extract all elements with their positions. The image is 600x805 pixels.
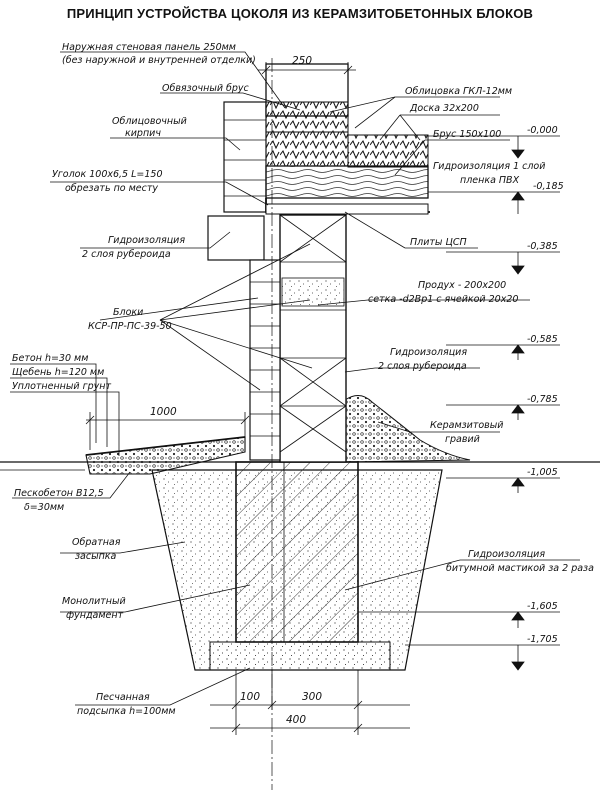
dim-300: 300 (302, 691, 322, 703)
label-wp-pvc-2: пленка ПВХ (460, 175, 520, 186)
label-beam: Брус 150х100 (433, 129, 501, 140)
csp-slabs (265, 203, 429, 215)
level-1605: -1,605 (527, 601, 558, 612)
label-monolith: Монолитный (62, 596, 126, 607)
wall-panel (265, 63, 429, 168)
label-steel-angle-note: обрезать по месту (65, 183, 158, 194)
blind-area (85, 436, 246, 475)
dim-100: 100 (240, 691, 260, 703)
label-wp-right-2: 2 слоя рубероида (378, 361, 467, 372)
label-sand-concrete: Пескобетон В12,5 (14, 488, 104, 499)
label-wp-right: Гидроизоляция (390, 347, 467, 358)
wood-beam (265, 165, 429, 199)
label-waterproof-roof: Гидроизоляция (108, 235, 185, 246)
claydite-gravel (344, 395, 471, 463)
dim-250: 250 (292, 55, 312, 67)
label-blocks: Блоки (113, 307, 143, 318)
level-0385: -0,385 (527, 241, 558, 252)
leader-lines (10, 51, 580, 706)
label-monolith-2: фундамент (66, 610, 124, 621)
label-wp-bitumen-2: битумной мастикой за 2 раза (446, 563, 594, 574)
label-soil: Уплотненный грунт (12, 381, 111, 392)
block-wall (279, 214, 347, 463)
label-waterproof-roof-2: 2 слоя рубероида (82, 249, 171, 260)
sand-bedding (209, 641, 391, 671)
label-claydite: Керамзитовый (430, 420, 503, 431)
level-marks (358, 135, 560, 671)
page-title: ПРИНЦИП УСТРОЙСТВА ЦОКОЛЯ ИЗ КЕРАМЗИТОБЕ… (66, 6, 534, 21)
label-vent: Продух - 200х200 (418, 280, 506, 291)
label-concrete: Бетон h=30 мм (12, 353, 88, 364)
label-backfill-2: засыпка (75, 551, 117, 562)
label-sand-bedding: Песчанная (96, 692, 150, 703)
label-steel-angle: Уголок 100х6,5 L=150 (52, 169, 163, 180)
label-sand-concrete-thickness: δ=30мм (24, 502, 64, 513)
label-facing-brick-2: кирпич (125, 128, 161, 139)
block-wall-pattern (279, 214, 347, 453)
level-0585: -0,585 (527, 334, 558, 345)
label-wp-bitumen: Гидроизоляция (468, 549, 545, 560)
level-1705: -1,705 (527, 634, 558, 645)
level-1005: -1,005 (527, 467, 558, 478)
label-gravel: Щебень h=120 мм (12, 367, 104, 378)
dim-1000: 1000 (150, 406, 177, 418)
label-blocks-type: КСР-ПР-ПС-39-50 (88, 321, 172, 332)
level-0185: -0,185 (533, 181, 564, 192)
label-wp-pvc: Гидроизоляция 1 слой (433, 161, 545, 172)
vent-opening (281, 277, 345, 307)
label-claydite-2: гравий (445, 434, 480, 445)
label-board: Доска 32х200 (409, 103, 479, 114)
monolithic-foundation (235, 461, 359, 643)
label-facing-brick: Облицовочный (112, 116, 187, 127)
label-backfill: Обратная (72, 537, 121, 548)
dimension-lines (85, 62, 410, 735)
label-vent-mesh: сетка -d2Вр1 с ячейкой 20х20 (368, 294, 518, 305)
label-sand-bedding-2: подсыпка h=100мм (77, 706, 176, 717)
label-gkl: Облицовка ГКЛ-12мм (405, 86, 512, 97)
label-outer-panel-note: (без наружной и внутренней отделки) (62, 55, 256, 66)
dim-400: 400 (286, 714, 306, 726)
label-outer-panel: Наружная стеновая панель 250мм (62, 42, 236, 53)
label-csp: Плиты ЦСП (410, 237, 467, 248)
level-0000: -0,000 (527, 125, 558, 136)
label-binding-beam: Обвязочный брус (162, 83, 250, 94)
level-0785: -0,785 (527, 394, 558, 405)
brick-cladding (207, 101, 281, 461)
